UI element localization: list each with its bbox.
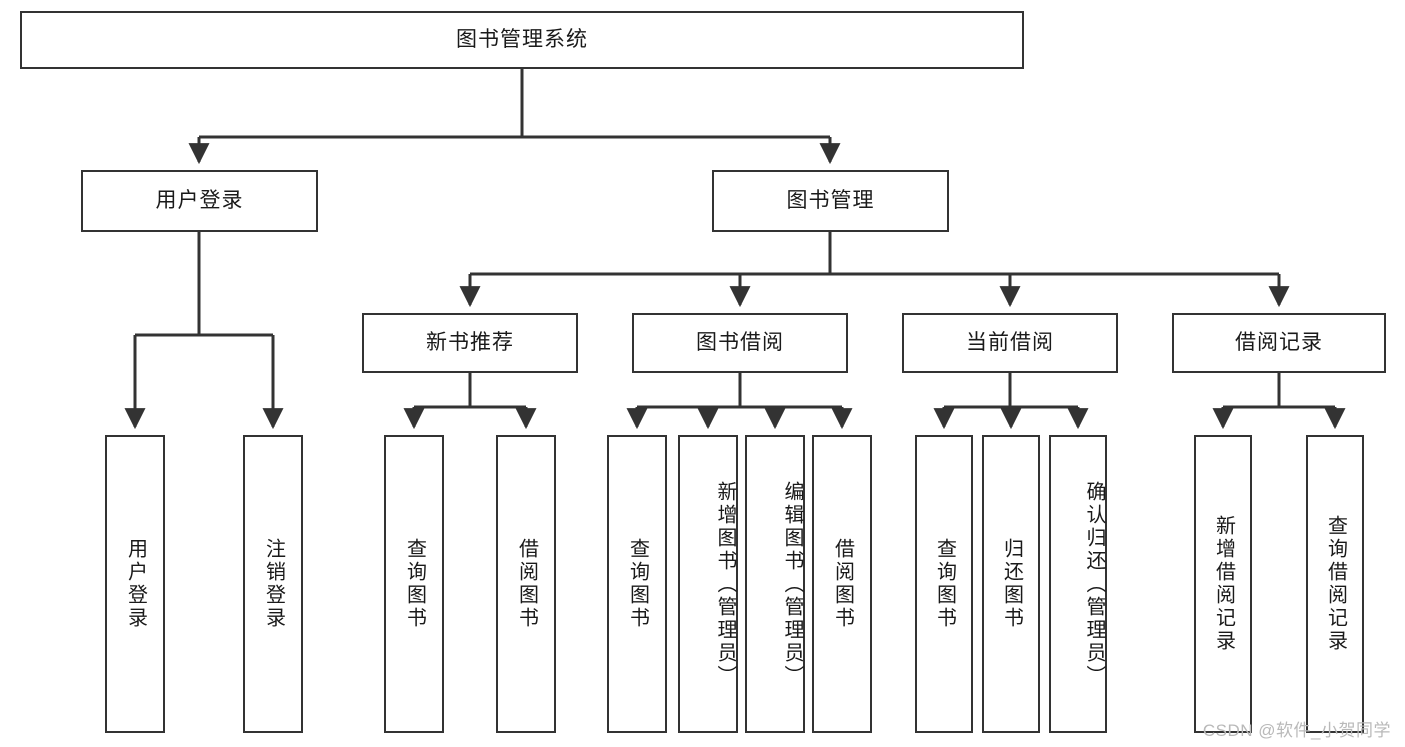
leaf-new-book-borrow-books[interactable]: 借阅图书 (496, 435, 556, 733)
node-new-book-recommendation[interactable]: 新书推荐 (362, 313, 578, 373)
node-borrowing-record[interactable]: 借阅记录 (1172, 313, 1386, 373)
node-user-login[interactable]: 用户登录 (81, 170, 318, 232)
node-label: 查询图书 (403, 538, 426, 630)
leaf-borrow-record-query-record[interactable]: 查询借阅记录 (1306, 435, 1364, 733)
node-label: 归还图书 (1000, 538, 1023, 630)
node-label: 查询图书 (933, 538, 956, 630)
node-label: 用户登录 (155, 188, 244, 212)
node-label: 借阅图书 (515, 538, 538, 630)
node-label: 借阅图书 (831, 538, 854, 630)
node-label: 图书管理 (786, 188, 875, 212)
node-book-management[interactable]: 图书管理 (712, 170, 949, 232)
leaf-user-login-logout[interactable]: 注销登录 (243, 435, 303, 733)
node-label: 新书推荐 (426, 330, 514, 354)
leaf-borrow-record-add-record[interactable]: 新增借阅记录 (1194, 435, 1252, 733)
node-label: 编辑图书（管理员） (781, 480, 803, 688)
node-book-borrowing[interactable]: 图书借阅 (632, 313, 848, 373)
leaf-book-borrow-query-books[interactable]: 查询图书 (607, 435, 667, 733)
leaf-book-borrow-edit-book-admin[interactable]: 编辑图书（管理员） (745, 435, 805, 733)
leaf-user-login-login[interactable]: 用户登录 (105, 435, 165, 733)
node-label: 查询借阅记录 (1324, 515, 1347, 653)
node-label: 查询图书 (626, 538, 649, 630)
leaf-current-borrow-query-books[interactable]: 查询图书 (915, 435, 973, 733)
leaf-book-borrow-borrow-books[interactable]: 借阅图书 (812, 435, 872, 733)
node-current-borrowing[interactable]: 当前借阅 (902, 313, 1118, 373)
node-label: 用户登录 (124, 538, 147, 630)
node-label: 当前借阅 (966, 330, 1054, 354)
node-root-book-management-system[interactable]: 图书管理系统 (20, 11, 1024, 69)
node-label: 新增借阅记录 (1212, 515, 1235, 653)
leaf-current-borrow-return-books[interactable]: 归还图书 (982, 435, 1040, 733)
leaf-current-borrow-confirm-return-admin[interactable]: 确认归还（管理员） (1049, 435, 1107, 733)
node-label: 确认归还（管理员） (1083, 480, 1105, 688)
node-label: 图书借阅 (696, 330, 784, 354)
node-label: 借阅记录 (1235, 330, 1323, 354)
node-label: 注销登录 (262, 538, 285, 630)
leaf-book-borrow-add-book-admin[interactable]: 新增图书（管理员） (678, 435, 738, 733)
node-label: 图书管理系统 (456, 27, 588, 51)
node-label: 新增图书（管理员） (714, 480, 736, 688)
leaf-new-book-query-books[interactable]: 查询图书 (384, 435, 444, 733)
